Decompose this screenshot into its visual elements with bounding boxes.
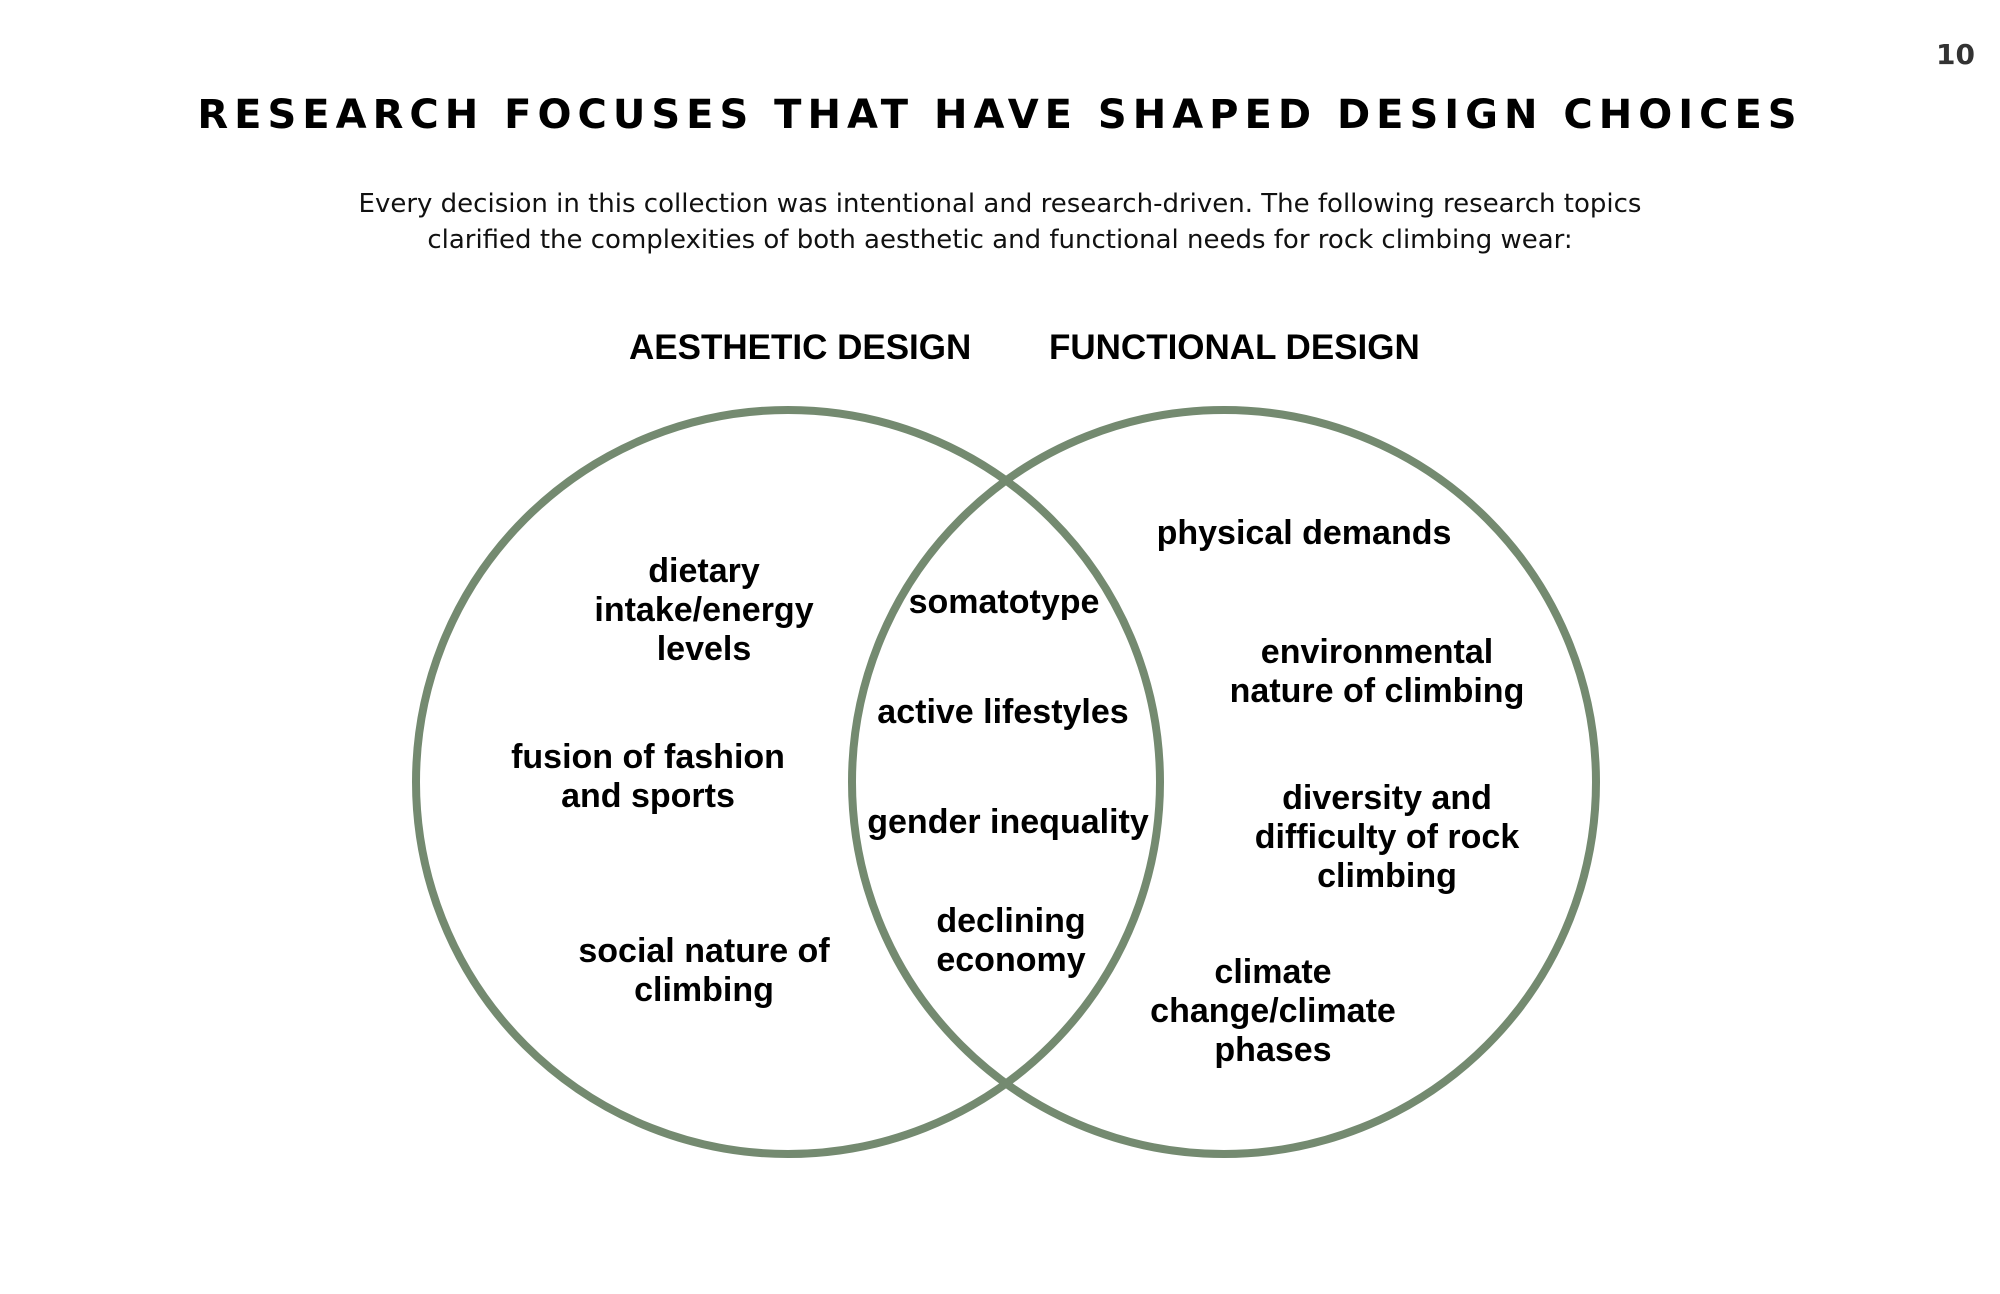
page-number: 10: [1936, 38, 1975, 71]
overlap-item-gender-inequality: gender inequality: [867, 803, 1149, 841]
functional-design-label: FUNCTIONAL DESIGN: [1049, 328, 1420, 367]
overlap-item-active-lifestyles: active lifestyles: [877, 693, 1129, 731]
aesthetic-design-label: AESTHETIC DESIGN: [629, 328, 972, 367]
right-item-physical-demands: physical demands: [1156, 514, 1452, 552]
left-item-dietary-intake: dietary intake/energy levels: [594, 552, 814, 668]
right-item-climate-change: climate change/climate phases: [1150, 953, 1396, 1069]
page-title: RESEARCH FOCUSES THAT HAVE SHAPED DESIGN…: [197, 92, 1803, 138]
overlap-item-somatotype: somatotype: [908, 583, 1100, 621]
right-item-diversity-difficulty: diversity and difficulty of rock climbin…: [1254, 779, 1520, 895]
page-subtitle: Every decision in this collection was in…: [358, 189, 1642, 255]
overlap-item-declining-economy: declining economy: [936, 902, 1086, 979]
left-item-social-nature: social nature of climbing: [578, 932, 830, 1009]
right-item-environmental-nature: environmental nature of climbing: [1229, 633, 1525, 710]
left-item-fusion-fashion-sports: fusion of fashion and sports: [511, 738, 785, 815]
aesthetic-circle: [412, 406, 1164, 1158]
functional-circle: [848, 406, 1600, 1158]
